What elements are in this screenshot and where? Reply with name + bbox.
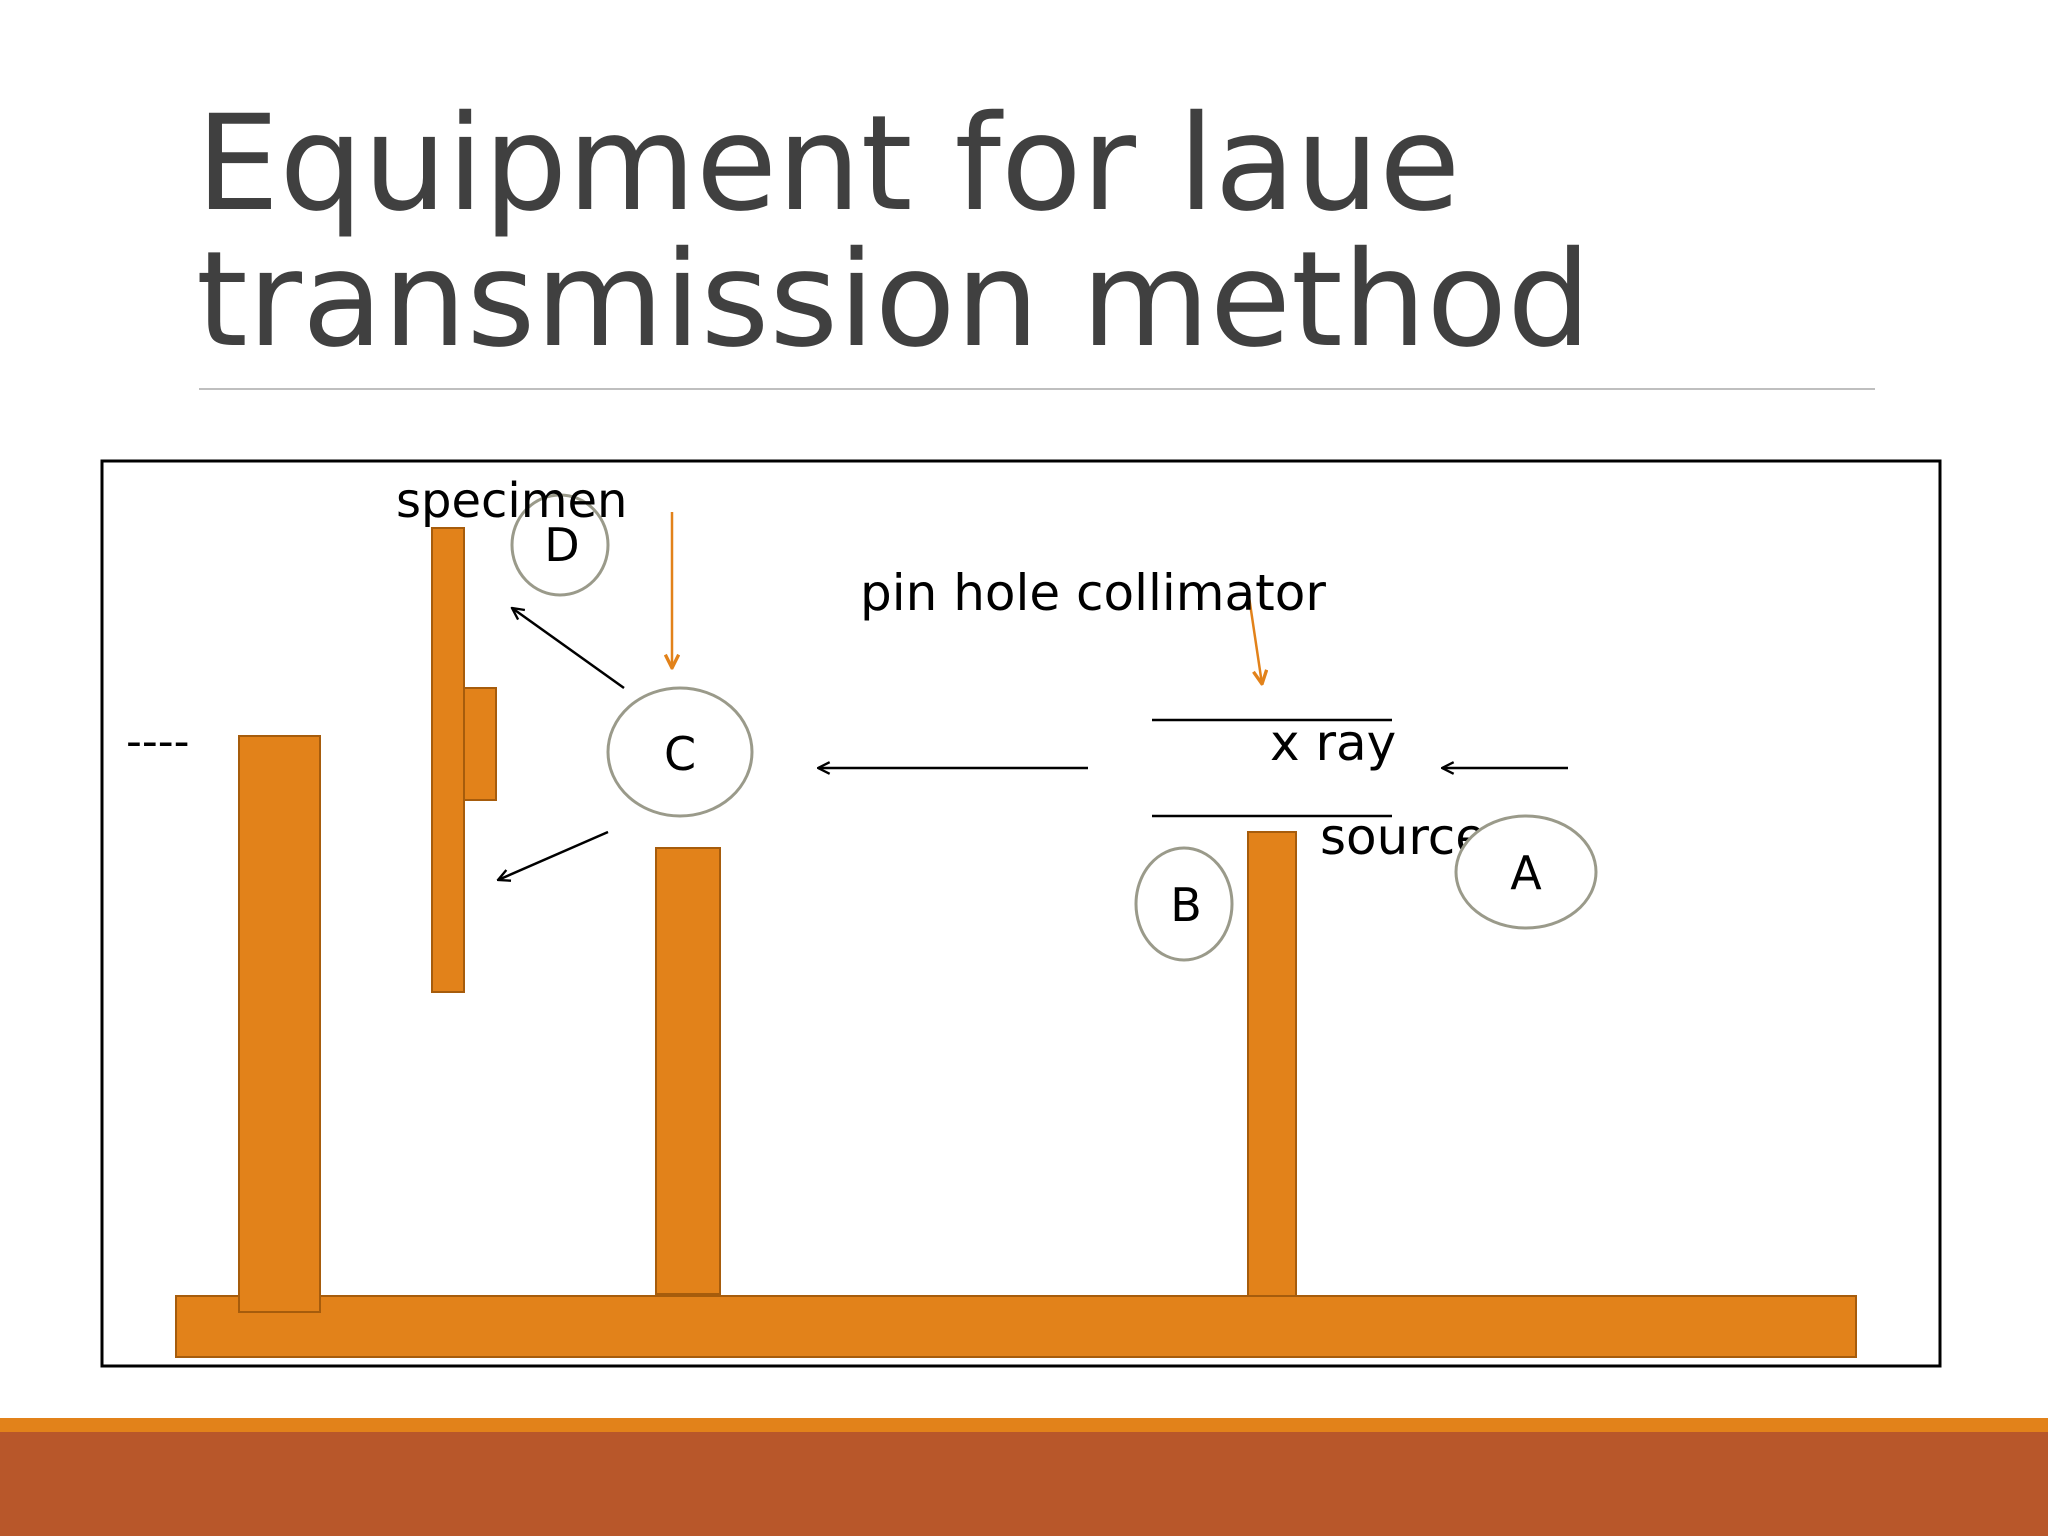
diagram-frame bbox=[100, 459, 1942, 1368]
marker-c-circle bbox=[606, 686, 754, 818]
slide-title: Equipment for laue transmission method bbox=[196, 96, 1896, 368]
specimen-label: specimen bbox=[396, 473, 627, 529]
marker-c-label: C bbox=[664, 727, 696, 781]
film-stand-post bbox=[238, 735, 321, 1313]
footer-band bbox=[0, 1432, 2048, 1536]
specimen-plate bbox=[431, 527, 465, 993]
title-divider bbox=[199, 388, 1875, 390]
marker-b-circle bbox=[1134, 846, 1234, 962]
x-ray-label: x ray bbox=[1270, 714, 1396, 772]
footer-accent-stripe bbox=[0, 1418, 2048, 1432]
pin-hole-collimator-label: pin hole collimator bbox=[860, 564, 1326, 622]
specimen-stand-post bbox=[655, 847, 721, 1295]
slide-title-line-2: transmission method bbox=[196, 223, 1591, 377]
specimen-clamp bbox=[463, 687, 497, 801]
collimator-stand-post bbox=[1247, 831, 1297, 1297]
collimator-pointer-arrow bbox=[1246, 589, 1262, 684]
marker-b-label: B bbox=[1170, 878, 1202, 932]
diffracted-ray-down-arrow bbox=[498, 830, 609, 880]
diffracted-ray-up-arrow bbox=[512, 608, 625, 690]
base-rail bbox=[175, 1295, 1857, 1358]
dashes-label: ---- bbox=[126, 716, 190, 767]
marker-a-label: A bbox=[1510, 846, 1542, 900]
marker-d-label: D bbox=[544, 518, 579, 572]
slide-title-line-1: Equipment for laue bbox=[196, 87, 1461, 241]
marker-d-circle bbox=[510, 493, 610, 597]
marker-a-circle bbox=[1454, 814, 1598, 930]
